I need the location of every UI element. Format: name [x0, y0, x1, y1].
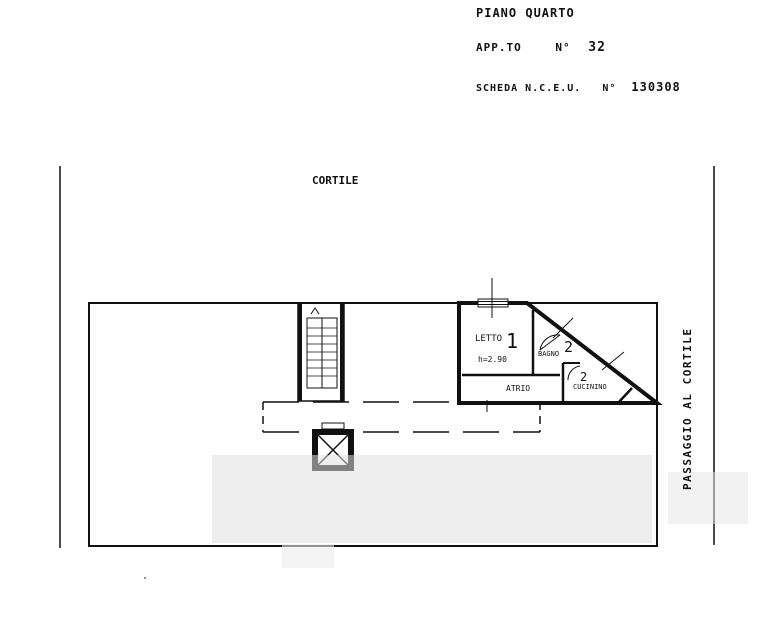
room-kitchenette-name: CUCININO	[573, 383, 607, 391]
room-bedroom-name: LETTO	[475, 334, 502, 344]
apartment-no-label: N°	[555, 41, 571, 54]
building-outline	[88, 302, 658, 547]
room-bathroom-number: 2	[564, 338, 573, 356]
apartment-line: APP.TO N° 32	[476, 40, 606, 55]
card-number: 130308	[631, 80, 681, 94]
apartment-walls	[457, 278, 663, 412]
landing-corridor	[262, 401, 541, 433]
room-entrance-name: ATRIO	[506, 384, 530, 393]
redacted-area-bottom	[282, 544, 334, 568]
room-kitchenette-number: 2	[580, 370, 587, 384]
card-label: SCHEDA N.C.E.U.	[476, 83, 582, 94]
room-bedroom-number: 1	[506, 329, 518, 353]
redacted-area	[212, 455, 652, 543]
card-no-label: N°	[602, 83, 617, 94]
card-line: SCHEDA N.C.E.U. N° 130308	[476, 80, 681, 94]
room-bathroom-name: BAGNO	[538, 350, 559, 358]
passage-label: PASSAGGIO AL CORTILE	[681, 328, 694, 490]
redacted-area-right	[668, 472, 748, 524]
stairwell	[297, 302, 345, 402]
room-bedroom-height: h=2.90	[478, 355, 507, 364]
floor-title: PIANO QUARTO	[476, 6, 575, 20]
courtyard-label: CORTILE	[312, 174, 358, 187]
apartment-number: 32	[588, 40, 606, 55]
apartment-label: APP.TO	[476, 41, 522, 54]
stray-mark	[144, 577, 146, 579]
